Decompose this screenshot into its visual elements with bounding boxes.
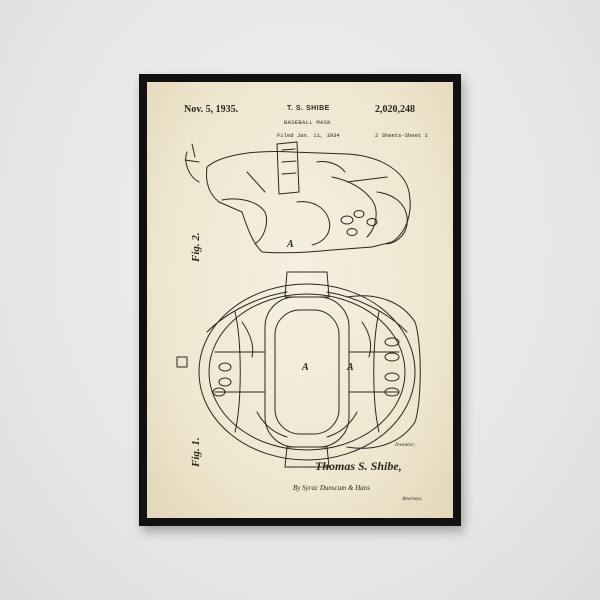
inventor-label: Inventor; <box>395 442 416 448</box>
patent-title: BASEBALL MASK <box>284 119 331 126</box>
attorney-line: By Syrac Dunscum & Hans <box>293 484 370 492</box>
fig2-label: Fig. 2. <box>190 232 202 263</box>
fig1-letter-a: A <box>301 362 309 373</box>
fig2-letter-a: A <box>286 239 294 250</box>
fig1-label: Fig. 1. <box>190 437 202 468</box>
by-text: By <box>293 484 301 492</box>
fig1-front-view <box>176 271 421 468</box>
patent-number: 2,020,248 <box>375 104 415 115</box>
fig1-letter-a-right: A <box>346 362 354 373</box>
fig2-side-view <box>184 141 411 254</box>
sheet-count: 2 Sheets-Sheet 1 <box>375 132 428 139</box>
poster-frame: Nov. 5, 1935. T. S. SHIBE 2,020,248 BASE… <box>139 74 461 526</box>
attorneys-label: Attorneys. <box>402 497 423 502</box>
patent-print: Nov. 5, 1935. T. S. SHIBE 2,020,248 BASE… <box>147 82 453 518</box>
filed-date: Filed Jan. 11, 1934 <box>277 132 340 139</box>
attorney-signature: Syrac Dunscum & Hans <box>302 484 370 492</box>
inventor-signature: Thomas S. Shibe, <box>315 459 402 473</box>
mask-drawing: Fig. 2. Fig. 1. A A A <box>176 141 421 468</box>
patent-date: Nov. 5, 1935. <box>184 104 239 115</box>
inventor-header: T. S. SHIBE <box>287 105 330 112</box>
